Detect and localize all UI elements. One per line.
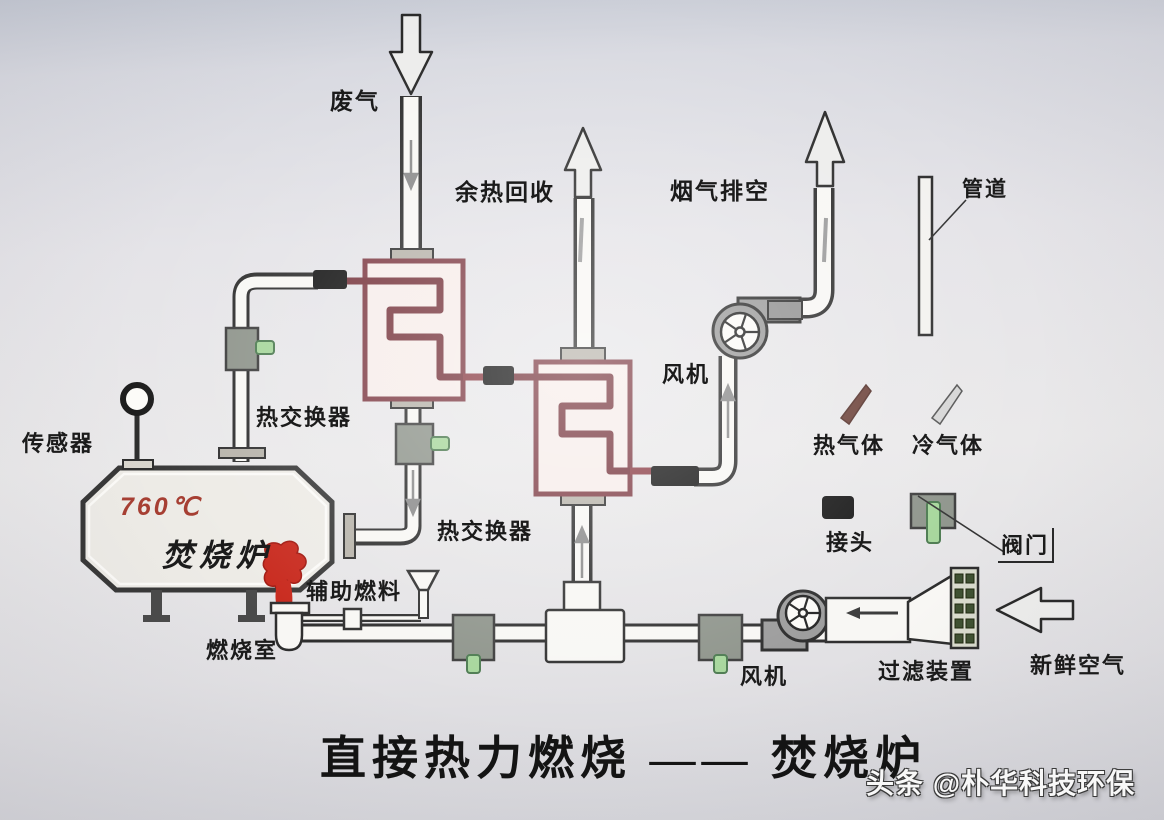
flow-arrow-down-hx1: [405, 470, 421, 518]
tank-leg: [151, 590, 162, 617]
label-fresh-air: 新鲜空气: [1030, 653, 1127, 678]
fan2-outlet-duct: [824, 596, 912, 644]
fresh-air-arrow-left: [995, 586, 1075, 634]
valve-main-left: [451, 613, 496, 674]
flow-arrow-up-mixer: [574, 524, 590, 578]
mixer-tee: [544, 580, 626, 664]
label-temperature: 760℃: [120, 493, 202, 521]
legend-hot-gas-dart: [839, 383, 872, 426]
aux-fuel-funnel: [405, 569, 441, 619]
label-sensor: 传感器: [22, 431, 95, 456]
pipe-joint: [651, 466, 699, 486]
label-incinerator: 焚烧炉: [162, 538, 273, 573]
filter-grille: [954, 573, 975, 644]
legend-label-hot-gas: 热气体: [813, 433, 886, 458]
hx1-coil: [346, 277, 470, 381]
diagram-title: 直接热力燃烧 —— 焚烧炉: [320, 733, 927, 784]
hx2-coil: [505, 373, 660, 475]
watermark: 头条 @朴华科技环保: [866, 768, 1136, 799]
label-pipe: 管道: [962, 178, 1008, 201]
label-waste-gas: 废气: [330, 88, 380, 114]
label-auxiliary-fuel: 辅助燃料: [306, 579, 403, 604]
pipe-joint: [483, 366, 514, 385]
legend-valve-sample: [909, 492, 1005, 553]
temperature-sensor: [120, 382, 154, 470]
waste-gas-arrow-down: [388, 13, 434, 96]
label-heat-recovery: 余热回收: [455, 179, 555, 205]
sensor-gauge-icon: [120, 382, 154, 416]
valve-hx1-down: [394, 422, 450, 466]
label-combustion-chamber: 燃烧室: [206, 638, 279, 663]
flame-icon: [262, 540, 307, 592]
fan-top: [711, 296, 803, 360]
hx2-top-flange: [560, 347, 606, 362]
filter-device: [906, 566, 980, 650]
legend-label-joint: 接头: [826, 530, 875, 555]
flame-neck: [275, 580, 293, 607]
pipe-joint: [313, 270, 347, 289]
legend-joint-sample: [822, 496, 854, 519]
label-filter-device: 过滤装置: [878, 659, 975, 684]
label-fan-bottom: 风机: [740, 664, 789, 689]
tank-top-flange: [218, 447, 266, 459]
incinerator-outlet-riser-pipe: [232, 272, 318, 462]
fan-bottom: [760, 589, 830, 652]
hx2-to-fan-pipe: [694, 356, 738, 487]
tank-right-flange: [343, 513, 356, 559]
combustion-chamber: [269, 601, 311, 652]
legend-label-valve: 阀门: [998, 528, 1055, 563]
flow-arrow-down-inlet: [403, 140, 419, 192]
legend-label-cold-gas: 冷气体: [912, 433, 985, 458]
legend-cold-gas-dart: [930, 383, 963, 426]
stack-elbow-pipe: [799, 188, 835, 319]
valve-riser: [224, 326, 275, 372]
label-heat-exchanger-1: 热交换器: [256, 405, 353, 430]
flue-gas-arrow-up: [804, 110, 846, 188]
label-flue-gas-exhaust: 烟气排空: [670, 178, 770, 204]
heat-recovery-arrow-up: [563, 126, 603, 199]
heat-recovery-riser-pipe: [573, 198, 595, 352]
valve-main-right: [697, 613, 744, 674]
tank-leg: [246, 590, 257, 617]
label-heat-exchanger-2: 热交换器: [437, 519, 534, 544]
label-fan-top: 风机: [662, 362, 711, 387]
legend-pipe-sample: [917, 175, 967, 337]
flow-arrow-up-fan: [720, 382, 736, 438]
aux-fuel-coupling: [342, 607, 363, 631]
